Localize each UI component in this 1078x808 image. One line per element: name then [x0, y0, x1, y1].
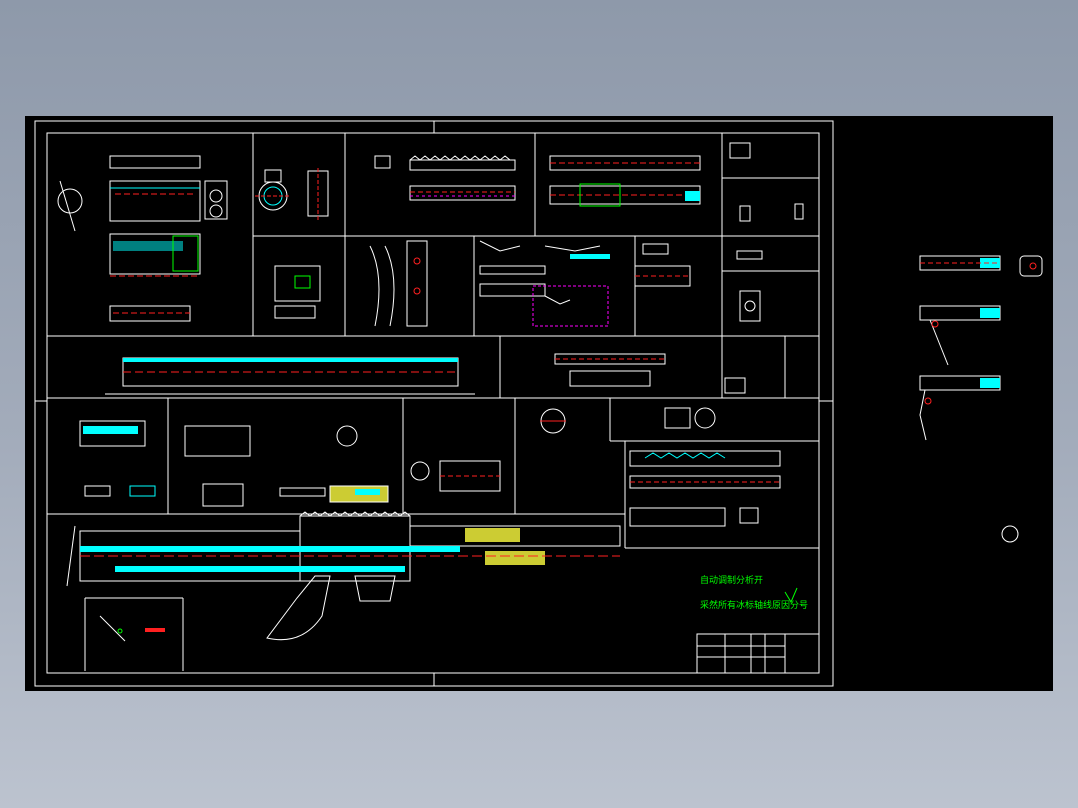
part-block-6 [274, 240, 428, 327]
main-assembly [66, 511, 621, 641]
part-block-1 [57, 155, 228, 322]
drawing-note-2: 采然所有冰标轴线原因分号 [700, 599, 808, 611]
part-block-11 [410, 407, 716, 492]
part-block-2 [255, 168, 329, 220]
outside-part-1 [919, 255, 1043, 277]
drawing-note-1: 自动调制分析开 [700, 574, 763, 586]
pick-circle-icon[interactable] [1001, 525, 1019, 543]
part-block-12 [99, 615, 165, 642]
part-block-3 [374, 155, 516, 201]
part-block-8 [634, 243, 691, 287]
part-block-5 [729, 142, 804, 322]
surface-finish-symbol [784, 587, 798, 604]
part-block-9 [554, 353, 746, 394]
part-block-10 [79, 420, 389, 507]
part-tube [105, 357, 475, 395]
outside-part-3 [919, 375, 1001, 441]
outside-part-2 [919, 305, 1001, 366]
title-block [696, 633, 820, 674]
sheet-grid [47, 133, 819, 671]
cad-canvas[interactable]: 自动调制分析开 采然所有冰标轴线原因分号 [25, 116, 1053, 691]
cad-viewport[interactable]: 自动调制分析开 采然所有冰标轴线原因分号 [25, 116, 1053, 691]
part-barrel [629, 450, 781, 527]
part-block-7 [479, 240, 610, 327]
part-block-4 [549, 155, 701, 207]
sheet-inner-border [46, 132, 820, 674]
